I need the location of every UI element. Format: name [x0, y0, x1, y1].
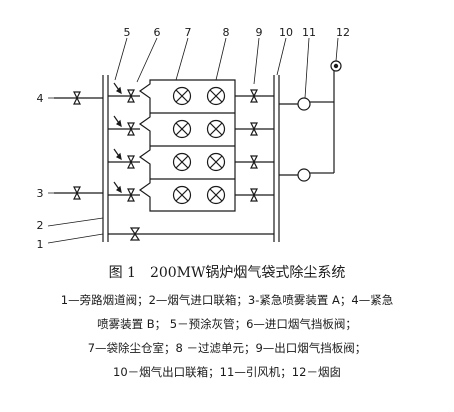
bypass-valve-icon [129, 227, 141, 241]
compartment-row [108, 148, 274, 172]
outlet-duct [279, 103, 298, 176]
callout-number: 10 [279, 26, 293, 39]
callout-number: 6 [154, 26, 161, 39]
legend-line: 7—袋除尘仓室；8 －过滤单元；9—出口烟气挡板阀； [87, 341, 367, 355]
outlet-damper-icon [250, 122, 258, 136]
callout-number: 9 [256, 26, 263, 39]
filter-unit-icon [206, 86, 226, 106]
inlet-damper-icon [127, 155, 135, 169]
inlet-damper-icon [127, 89, 135, 103]
callout-number: 11 [302, 26, 316, 39]
callout-number: 1 [37, 238, 44, 251]
filter-unit-icon [172, 86, 192, 106]
inlet-manifold [102, 75, 109, 242]
outlet-damper-icon [250, 188, 258, 202]
callout-number: 8 [223, 26, 230, 39]
compartment-row [108, 181, 274, 205]
filter-unit-icon [206, 185, 226, 205]
inlet-damper-icon [127, 122, 135, 136]
callout-number: 4 [37, 92, 44, 105]
figure-caption: 图 1 200MW锅炉烟气袋式除尘系统 [108, 265, 346, 281]
stack-duct [318, 70, 335, 174]
callout-number: 5 [124, 26, 131, 39]
leader-lines [47, 37, 339, 244]
filter-unit-icon [206, 119, 226, 139]
filter-unit-icon [172, 152, 192, 172]
outlet-damper-icon [250, 155, 258, 169]
legend-line: 10－烟气出口联箱；11—引风机；12－烟囱 [113, 365, 341, 379]
legend-line: 喷雾装置 B； 5－预涂灰管；6—进口烟气挡板阀； [97, 317, 357, 331]
filter-unit-icon [206, 152, 226, 172]
compartment-row [108, 115, 274, 139]
legend-line: 1—旁路烟道阀；2—烟气进口联箱；3-紧急喷雾装置 A；4—紧急 [60, 293, 394, 307]
outlet-damper-icon [250, 89, 258, 103]
filter-unit-icon [172, 185, 192, 205]
callout-number: 7 [185, 26, 192, 39]
callout-number: 12 [336, 26, 350, 39]
induced-draft-fan-icon [297, 97, 318, 182]
callout-number: 2 [37, 219, 44, 232]
chimney-icon [330, 60, 342, 72]
compartment-row [108, 82, 274, 106]
inlet-damper-icon [127, 188, 135, 202]
baghouse-compartments [138, 79, 236, 212]
filter-unit-icon [172, 119, 192, 139]
callout-number: 3 [37, 187, 44, 200]
outlet-manifold [273, 75, 280, 242]
